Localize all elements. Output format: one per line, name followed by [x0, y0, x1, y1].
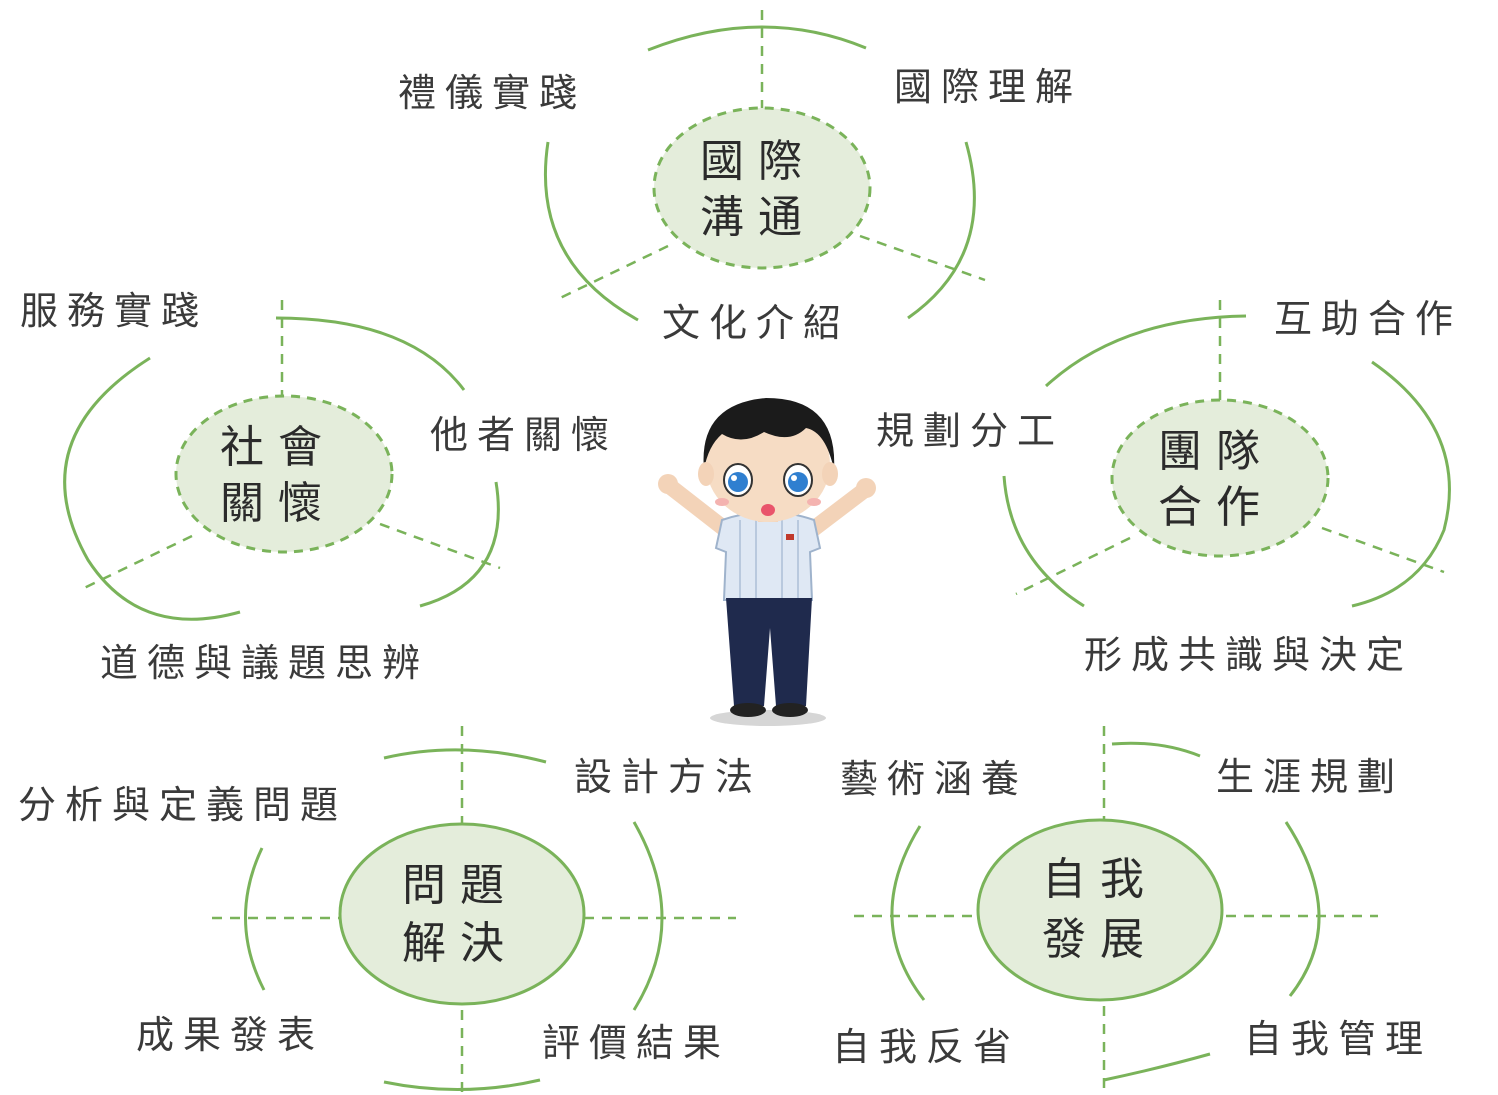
spoke-down-right — [379, 522, 501, 570]
arc-top — [275, 316, 466, 391]
spoke-down-left — [79, 534, 193, 592]
hub-social-care — [174, 394, 394, 554]
label-art-cultivation: 藝術涵養 — [840, 757, 1028, 801]
hub-problem-solving — [338, 822, 586, 1006]
label-planning-division: 規劃分工 — [876, 409, 1064, 453]
hub-label-line2: 關懷 — [220, 478, 336, 529]
arc-left — [1002, 475, 1085, 608]
label-international-understanding: 國際理解 — [894, 65, 1082, 109]
label-culture-introduction: 文化介紹 — [662, 301, 850, 345]
arc-top — [647, 25, 867, 52]
hub-label-line1: 社會 — [220, 422, 336, 473]
hub-label-line1: 國際 — [700, 136, 816, 187]
label-care-for-others: 他者關懷 — [430, 413, 618, 457]
label-self-management: 自我管理 — [1244, 1017, 1432, 1061]
hub-self-development — [976, 818, 1224, 1002]
spoke-down-left — [555, 244, 669, 302]
label-etiquette-practice: 禮儀實踐 — [398, 71, 586, 115]
arc-left — [543, 141, 639, 322]
label-consensus-decision: 形成共識與決定 — [1084, 633, 1413, 677]
arc-top — [1044, 314, 1247, 388]
arc-right — [1351, 360, 1451, 608]
label-service-practice: 服務實踐 — [20, 289, 208, 333]
label-evaluate-results: 評價結果 — [542, 1021, 730, 1065]
hub-label-line2: 合作 — [1158, 482, 1274, 533]
arc-left — [244, 847, 266, 991]
label-mutual-help: 互助合作 — [1274, 297, 1462, 341]
hub-label-line2: 發展 — [1042, 914, 1158, 965]
spoke-down-left — [1015, 536, 1131, 596]
label-design-method: 設計方法 — [574, 755, 762, 799]
student-boy-icon — [658, 398, 876, 726]
hub-teamwork — [1110, 398, 1330, 558]
label-analyze-define-problem: 分析與定義問題 — [18, 783, 347, 827]
cluster-social-care: 社會 關懷 服務實踐 他者關懷 道德與議題思辨 — [20, 289, 618, 685]
hub-international-communication — [652, 106, 872, 270]
hub-label-line1: 團隊 — [1158, 426, 1274, 477]
arc-right — [632, 821, 664, 1011]
hub-label-line2: 解決 — [402, 918, 518, 969]
arc-left — [63, 356, 241, 621]
label-career-planning: 生涯規劃 — [1216, 755, 1404, 799]
arc-right — [1284, 821, 1321, 997]
label-present-results: 成果發表 — [136, 1013, 324, 1057]
hub-label-line1: 問題 — [402, 860, 518, 911]
label-moral-issue-reasoning: 道德與議題思辨 — [100, 641, 429, 685]
arc-top — [1111, 741, 1201, 758]
arc-left — [890, 825, 926, 1001]
cluster-problem-solving: 問題 解決 分析與定義問題 設計方法 成果發表 評價結果 — [18, 726, 762, 1095]
spoke-down-right — [859, 234, 986, 282]
label-self-reflection: 自我反省 — [832, 1025, 1020, 1069]
cluster-self-development: 自我 發展 藝術涵養 生涯規劃 自我反省 自我管理 — [832, 726, 1432, 1095]
arc-right — [907, 141, 976, 320]
cluster-teamwork: 團隊 合作 互助合作 規劃分工 形成共識與決定 — [876, 297, 1462, 677]
arc-top — [383, 748, 547, 764]
hub-label-line2: 溝通 — [700, 192, 816, 243]
hub-label-line1: 自我 — [1042, 854, 1158, 905]
cluster-international-communication: 國際 溝通 禮儀實踐 國際理解 文化介紹 — [398, 10, 1082, 345]
arc-bottom — [1103, 1052, 1211, 1082]
spoke-down-right — [1321, 526, 1445, 574]
